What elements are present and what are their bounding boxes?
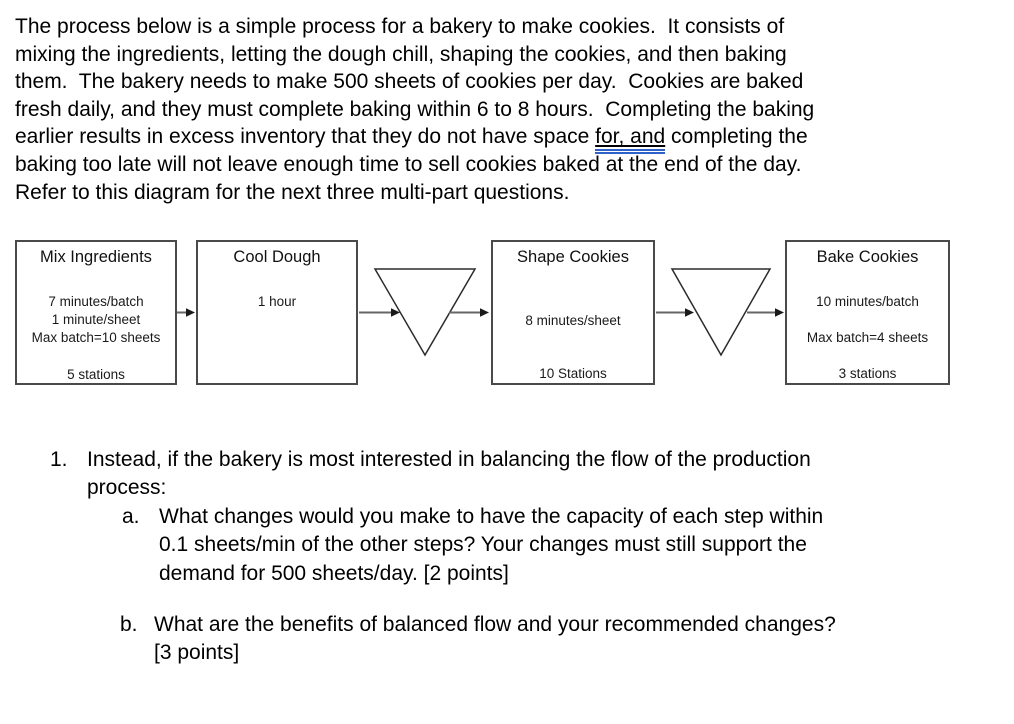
process-box-shape-cookies: Shape Cookies 8 minutes/sheet 10 Station… (491, 240, 655, 385)
box-stations-line: 3 stations (838, 366, 897, 381)
paragraph-line: earlier results in excess inventory that… (15, 123, 814, 155)
paragraph-line: Refer to this diagram for the next three… (15, 180, 570, 204)
box-stations-line: 10 Stations (539, 366, 607, 381)
box-spec-line: 8 minutes/sheet (525, 313, 621, 328)
process-box-bake-cookies: Bake Cookies 10 minutes/batch Max batch=… (785, 240, 950, 385)
intro-paragraph: The process below is a simple process fo… (15, 13, 814, 206)
question-stem-line: Instead, if the bakery is most intereste… (87, 448, 811, 471)
part-a-text: What changes would you make to have the … (159, 503, 823, 588)
box-title: Mix Ingredients (40, 248, 152, 266)
part-a-label: a. (122, 505, 140, 528)
paragraph-line: The process below is a simple process fo… (15, 15, 785, 38)
flow-arrow-icon (656, 308, 694, 317)
flow-arrow-icon (177, 308, 195, 317)
box-title: Bake Cookies (816, 248, 919, 266)
box-spec-line: 1 minute/sheet (51, 312, 141, 327)
part-b-label: b. (120, 613, 138, 636)
box-title: Shape Cookies (517, 248, 629, 266)
paragraph-line: them. The bakery needs to make 500 sheet… (15, 70, 804, 94)
grammar-flagged-text: for, and (595, 125, 666, 155)
question-stem: Instead, if the bakery is most intereste… (87, 446, 811, 503)
part-a-line: demand for 500 sheets/day. [2 points] (159, 561, 509, 585)
question-stem-line: process: (87, 476, 167, 500)
box-spec-line: 1 hour (257, 294, 297, 309)
paragraph-line: baking too late will not leave enough ti… (15, 152, 802, 176)
paragraph-line: mixing the ingredients, letting the doug… (15, 42, 787, 66)
box-spec-line: 7 minutes/batch (48, 294, 144, 309)
process-box-mix-ingredients: Mix Ingredients 7 minutes/batch 1 minute… (15, 240, 177, 385)
part-a-line: 0.1 sheets/min of the other steps? Your … (159, 533, 807, 557)
part-b-text: What are the benefits of balanced flow a… (154, 611, 836, 668)
box-stations-line: 5 stations (67, 367, 125, 382)
box-title: Cool Dough (233, 248, 321, 266)
part-b-line: What are the benefits of balanced flow a… (154, 613, 836, 636)
part-b-line: [3 points] (154, 641, 240, 665)
process-box-cool-dough: Cool Dough 1 hour (196, 240, 358, 385)
paragraph-line: fresh daily, and they must complete baki… (15, 97, 815, 121)
flow-arrow-icon (449, 308, 489, 317)
flow-arrow-icon (747, 308, 784, 317)
box-spec-line: Max batch=10 sheets (31, 330, 161, 345)
inventory-triangle-icon (670, 268, 772, 357)
flow-arrow-icon (359, 308, 400, 317)
question-number: 1. (50, 448, 68, 471)
box-spec-line: 10 minutes/batch (816, 294, 919, 309)
paragraph-text: completing the (665, 125, 808, 149)
box-spec-line: Max batch=4 sheets (806, 330, 929, 345)
inventory-triangle-icon (373, 268, 477, 357)
part-a-line: What changes would you make to have the … (159, 505, 824, 528)
paragraph-text: earlier results in excess inventory that… (15, 125, 596, 149)
